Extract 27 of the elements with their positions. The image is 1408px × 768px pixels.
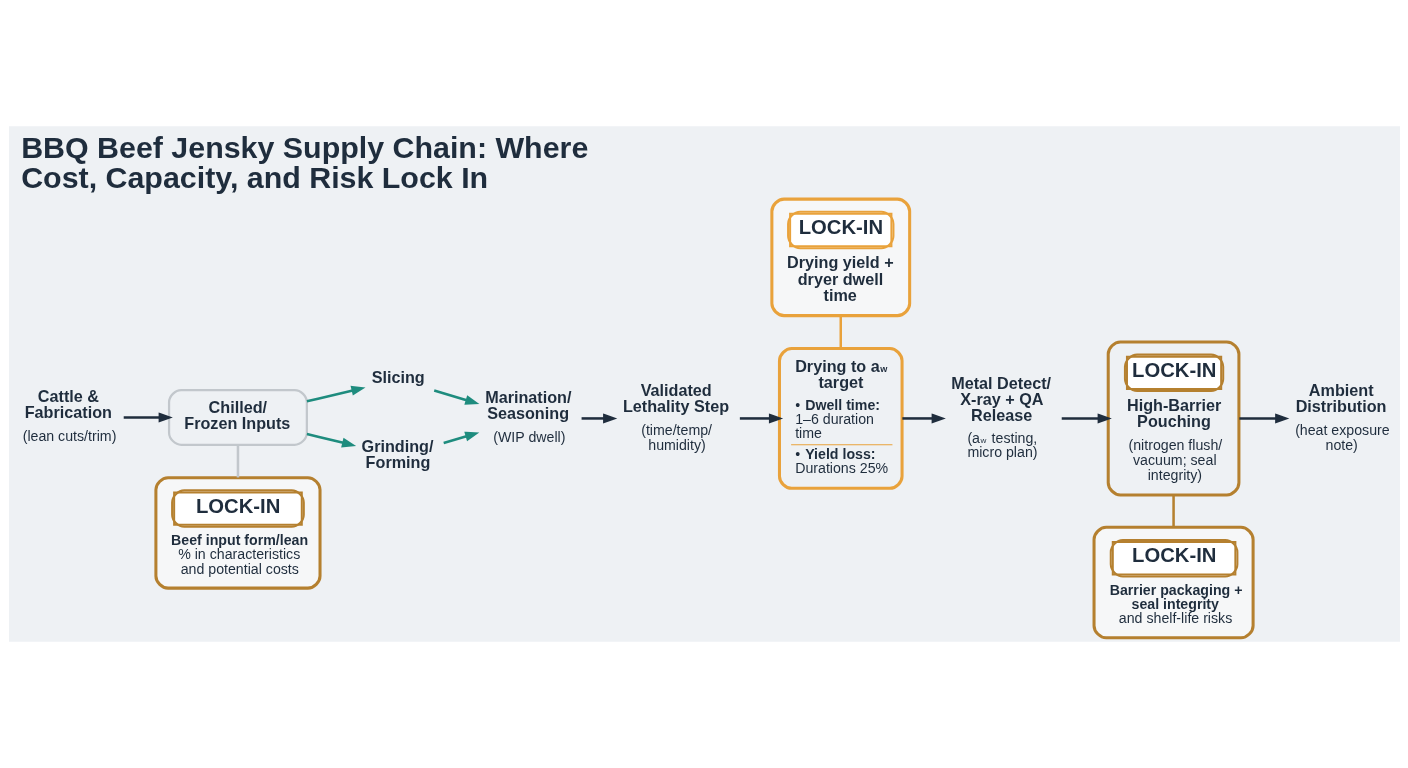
node-box: Chilled/ Frozen Inputs <box>167 388 308 446</box>
node-text: Cattle & Fabrication (lean cuts/trim) <box>22 387 116 444</box>
node-text: Ambient Distribution (heat exposure note) <box>1294 380 1390 454</box>
node-box: Drying to aw target • Dwell time: 1–6 duration time • Yield loss: Durations 25% <box>777 347 904 490</box>
arrow <box>123 412 173 423</box>
connector <box>1171 495 1175 528</box>
node-box: LOCK-IN Beef input form/lean % in characteristics and potential costs <box>153 476 322 590</box>
node-text: Validated Lethality Step (time/temp/ humidity) <box>622 380 729 454</box>
node-text: Marination/ Seasoning (WIP dwell) <box>484 388 572 445</box>
node-text: Metal Detect/ X-ray + QA Release (aw testing, micro plan) <box>950 373 1051 461</box>
arrow <box>739 413 783 424</box>
connector <box>839 315 842 349</box>
node-text: Slicing <box>371 367 425 386</box>
node-box: LOCK-IN Drying yield + dryer dwell time <box>769 197 911 318</box>
arrow <box>581 413 617 424</box>
node-box: LOCK-IN Barrier packaging + seal integrity and shelf-life risks <box>1092 525 1255 640</box>
diagram-title: BBQ Beef Jensky Supply Chain: Where Cost, Capacity, and Risk Lock In <box>20 129 588 194</box>
node-text: Grinding/ Forming <box>361 436 433 471</box>
node-box: LOCK-IN High-Barrier Pouching (nitrogen flush/ vacuum; seal integrity) <box>1106 340 1240 497</box>
arrow <box>901 413 946 424</box>
arrow <box>433 389 479 405</box>
arrow <box>306 385 365 403</box>
connector <box>236 445 239 478</box>
arrow <box>306 432 356 448</box>
arrow <box>1238 413 1289 424</box>
arrow <box>1061 413 1112 424</box>
arrow <box>442 431 479 445</box>
